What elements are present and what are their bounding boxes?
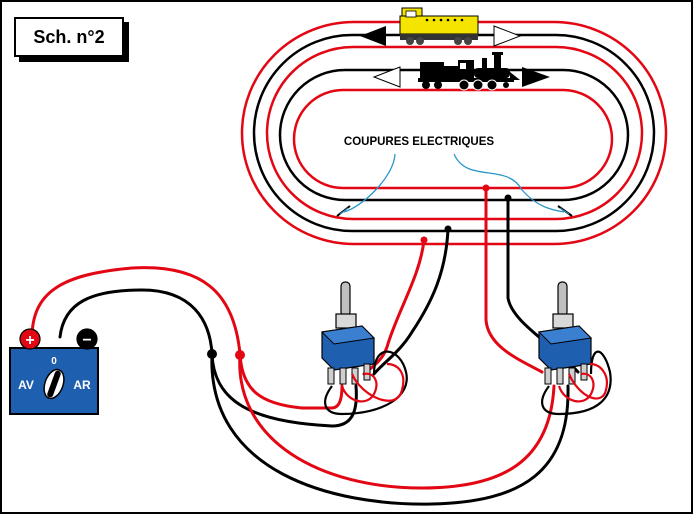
power-unit xyxy=(9,328,99,415)
cut-lead-left xyxy=(343,153,396,213)
direction-arrow-icon xyxy=(372,66,401,88)
junction-dot-track-red-r xyxy=(482,184,490,192)
direction-arrow-icon xyxy=(522,67,550,87)
cut-lead-right xyxy=(453,153,565,213)
inner-rail-red xyxy=(292,88,614,190)
steam-locomotive-icon xyxy=(418,52,520,91)
feeder-red-left xyxy=(362,238,426,376)
toggle-switch-icon[interactable] xyxy=(537,281,612,416)
direction-knob-icon[interactable] xyxy=(40,367,67,401)
cut-mark-right xyxy=(557,205,573,217)
junction-dot-track-red xyxy=(420,236,428,244)
outer-rail-black xyxy=(252,33,656,233)
cut-marks xyxy=(336,205,573,217)
junction-dot-red xyxy=(235,350,245,360)
middle-rail-red xyxy=(265,45,644,221)
ar-label: AR xyxy=(73,378,91,392)
cut-mark-left xyxy=(336,205,351,217)
minus-terminal xyxy=(76,328,98,350)
diesel-locomotive-icon xyxy=(399,7,479,45)
bus-black-switch1 xyxy=(210,352,358,428)
power-bus xyxy=(30,266,570,506)
schematic-title: Sch. n°2 xyxy=(14,17,124,57)
zero-label: 0 xyxy=(51,356,57,367)
direction-arrow-icon xyxy=(360,26,386,46)
bus-red-switch2 xyxy=(238,352,556,490)
direction-arrows xyxy=(360,25,550,88)
feeder-black-left xyxy=(372,227,450,376)
av-label: AV xyxy=(18,378,34,392)
bus-black-main xyxy=(58,288,214,356)
plus-sign: + xyxy=(25,332,34,349)
minus-sign: − xyxy=(82,332,91,349)
feeder-red-right xyxy=(484,186,544,374)
outer-rail-red xyxy=(240,20,668,246)
track-oval xyxy=(240,20,668,246)
bus-red-switch1 xyxy=(238,352,344,410)
bus-red-main xyxy=(30,266,242,356)
junction-dot-black xyxy=(207,349,217,359)
bus-black-switch2 xyxy=(210,352,570,506)
junction-dot-track-black-r xyxy=(504,194,512,202)
plus-terminal xyxy=(19,328,41,350)
junction-dot-track-black xyxy=(444,225,452,233)
toggle-switch-icon[interactable] xyxy=(320,281,408,416)
direction-arrow-icon xyxy=(493,25,522,47)
cut-label: COUPURES ELECTRIQUES xyxy=(344,136,494,148)
